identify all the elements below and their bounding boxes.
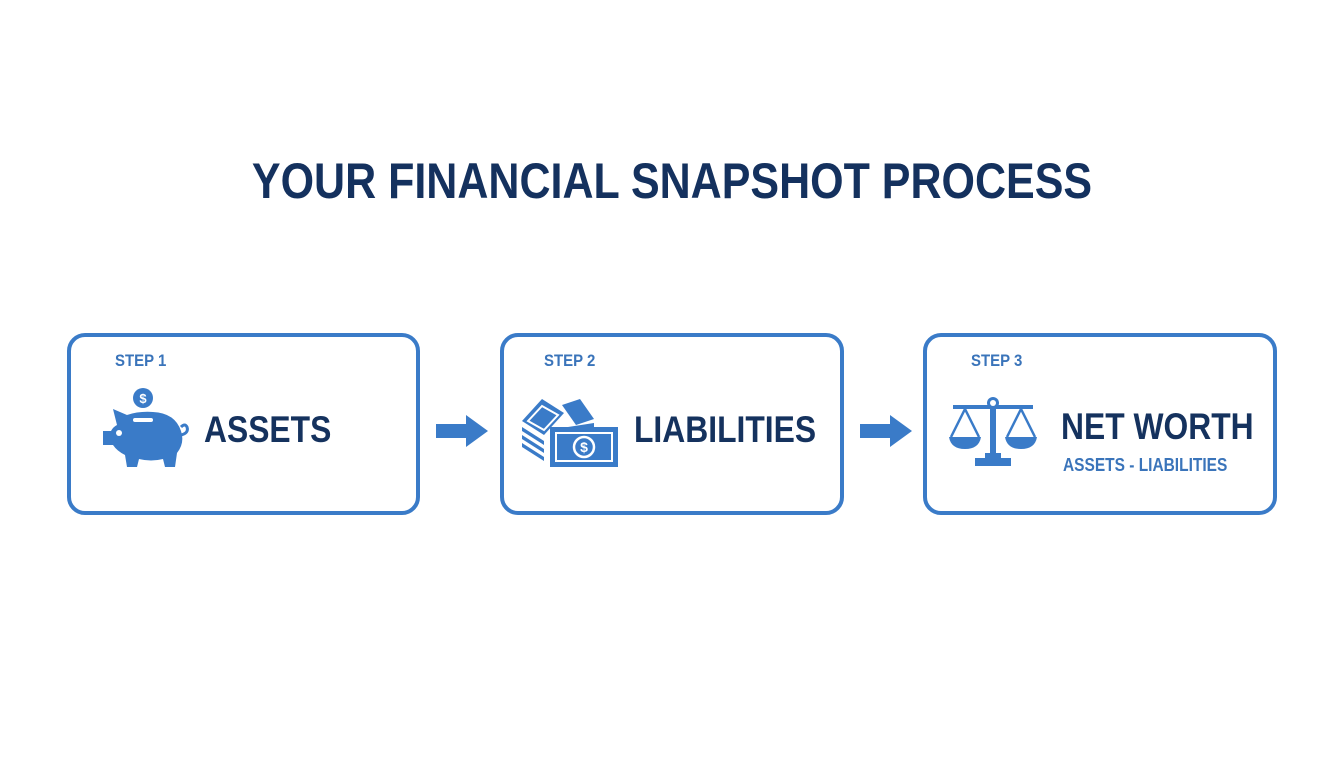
balance-scale-icon (949, 397, 1037, 466)
page-title: YOUR FINANCIAL SNAPSHOT PROCESS (251, 153, 1093, 209)
step-label: ASSETS (204, 409, 332, 450)
step-card-net-worth: STEP 3 NET WORTH ASSETS - LIABILITIES (923, 333, 1277, 515)
arrow-right-icon (860, 415, 912, 447)
arrow-right-icon (436, 415, 488, 447)
step-card-liabilities: STEP 2 $ LIABILITIES (500, 333, 844, 515)
piggy-bank-icon: $ (103, 388, 189, 467)
step-formula: ASSETS - LIABILITIES (1063, 455, 1228, 475)
step-number: STEP 1 (115, 351, 167, 370)
svg-text:$: $ (580, 439, 588, 455)
step-card-assets: STEP 1 $ ASSETS (67, 333, 420, 515)
money-stack-icon: $ (522, 399, 618, 467)
step-label: LIABILITIES (634, 409, 817, 450)
svg-text:$: $ (139, 391, 147, 406)
step-number: STEP 3 (971, 351, 1023, 370)
step-number: STEP 2 (544, 351, 596, 370)
step-label: NET WORTH (1061, 406, 1254, 447)
